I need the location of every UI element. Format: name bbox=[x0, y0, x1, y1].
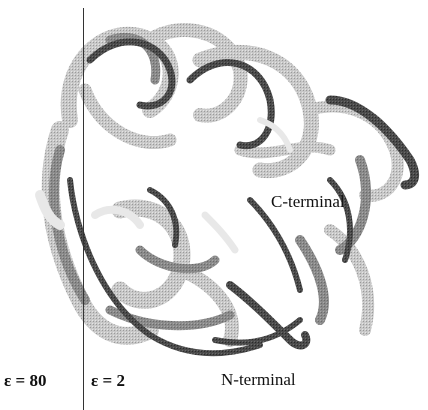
separator-line bbox=[83, 8, 84, 410]
n-terminal-label: N-terminal bbox=[221, 371, 296, 388]
protein-ribbon-epsilon-80 bbox=[51, 30, 398, 340]
c-terminal-label: C-terminal bbox=[271, 193, 345, 210]
epsilon-2-label: ε = 2 bbox=[91, 372, 125, 389]
epsilon-80-label: ε = 80 bbox=[4, 372, 46, 389]
